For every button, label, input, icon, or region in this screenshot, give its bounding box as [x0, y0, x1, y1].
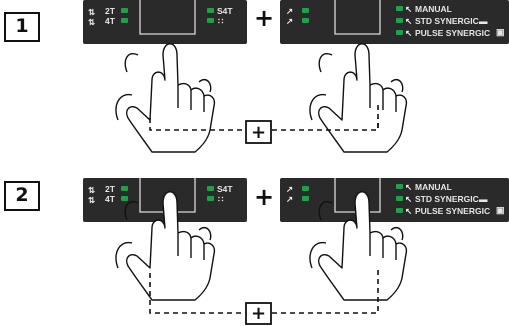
pulse-wave-icon: ▣ — [496, 205, 505, 215]
torch-icon: ↗ — [286, 184, 294, 194]
step-1: 1 ⇅ 2T ⇅ 4T S4T ∷ + ↗ ↗ ↖ MANUAL ↖ STD S… — [4, 0, 509, 153]
connector-plus-box — [245, 302, 272, 325]
torch-trigger-icon: ↖ — [405, 182, 413, 192]
process-pulse-synergic-label: PULSE SYNERGIC — [415, 206, 491, 216]
connector-plus-box — [245, 120, 272, 144]
process-std-synergic-led — [396, 196, 403, 201]
process-std-synergic-led — [396, 18, 403, 23]
mode-dots-label: ∷ — [218, 194, 224, 204]
process-std-synergic-label: STD SYNERGIC — [415, 194, 479, 204]
process-pulse-synergic-led — [396, 208, 403, 213]
dashed-connector — [149, 118, 379, 131]
process-manual-label: MANUAL — [415, 182, 452, 192]
step-2: 2 ⇅ 2T ⇅ 4T S4T ∷ + ↗ ↗ ↖ MANUAL ↖ STD S… — [0, 163, 509, 326]
double-arrow-icon: ⇅ — [88, 195, 96, 205]
process-manual-led — [396, 184, 403, 189]
hand-press-icon — [115, 43, 216, 153]
mode-s4t-led — [207, 8, 214, 13]
plus-sign: + — [254, 183, 275, 211]
connector-plus-sign: + — [251, 303, 266, 324]
mode-4t-label: 4T — [105, 16, 115, 26]
step-1-graphics: + — [115, 0, 408, 153]
plus-sign: + — [254, 4, 275, 32]
connector-plus-sign: + — [251, 122, 266, 143]
mode-dots-label: ∷ — [218, 16, 224, 26]
step-2-graphics: + — [115, 178, 408, 325]
wire-icon: ↗ — [286, 194, 294, 204]
mode-4t-led — [121, 196, 128, 201]
mode-4t-led — [121, 18, 128, 23]
hand-press-icon — [115, 191, 216, 301]
right-control-panel: ↗ ↗ ↖ MANUAL ↖ STD SYNERGIC ▬ ↖ PULSE SY… — [280, 178, 509, 222]
torch-led — [302, 8, 309, 13]
torch-icon: ↗ — [286, 6, 294, 16]
mode-s4t-label: S4T — [217, 6, 233, 16]
process-manual-led — [396, 6, 403, 11]
process-pulse-synergic-label: PULSE SYNERGIC — [415, 28, 491, 38]
std-synergic-icon: ▬ — [479, 194, 488, 204]
left-button-outline — [139, 0, 196, 35]
std-synergic-icon: ▬ — [479, 16, 488, 26]
process-std-synergic-label: STD SYNERGIC — [415, 16, 479, 26]
process-manual-label: MANUAL — [415, 4, 452, 14]
hand-press-icon — [309, 191, 408, 301]
wire-led — [302, 18, 309, 23]
dashed-connector — [149, 268, 379, 314]
left-control-panel: ⇅ 2T ⇅ 4T S4T ∷ — [83, 0, 247, 44]
wire-led — [302, 196, 309, 201]
torch-led — [302, 186, 309, 191]
right-control-panel: ↗ ↗ ↖ MANUAL ↖ STD SYNERGIC ▬ ↖ PULSE SY… — [280, 0, 509, 44]
wire-icon: ↗ — [286, 16, 294, 26]
process-pulse-synergic-led — [396, 30, 403, 35]
mode-2t-label: 2T — [105, 6, 115, 16]
double-arrow-icon: ⇅ — [88, 7, 96, 17]
torch-trigger-icon: ↖ — [405, 4, 413, 14]
mode-2t-label: 2T — [105, 184, 115, 194]
step-number-badge: 2 — [4, 181, 40, 211]
mode-dots-led — [207, 18, 214, 23]
hand-press-icon — [309, 43, 408, 153]
mode-s4t-led — [207, 186, 214, 191]
mode-2t-led — [121, 186, 128, 191]
mode-4t-label: 4T — [105, 194, 115, 204]
right-button-outline — [334, 0, 381, 35]
torch-trigger-icon: ↖ — [405, 194, 413, 204]
mode-2t-led — [121, 8, 128, 13]
torch-trigger-icon: ↖ — [405, 206, 413, 216]
torch-trigger-icon: ↖ — [405, 28, 413, 38]
double-arrow-icon: ⇅ — [88, 185, 96, 195]
step-number-badge: 1 — [4, 12, 40, 42]
mode-dots-led — [207, 196, 214, 201]
double-arrow-icon: ⇅ — [88, 17, 96, 27]
pulse-wave-icon: ▣ — [496, 27, 505, 37]
mode-s4t-label: S4T — [217, 184, 233, 194]
torch-trigger-icon: ↖ — [405, 16, 413, 26]
